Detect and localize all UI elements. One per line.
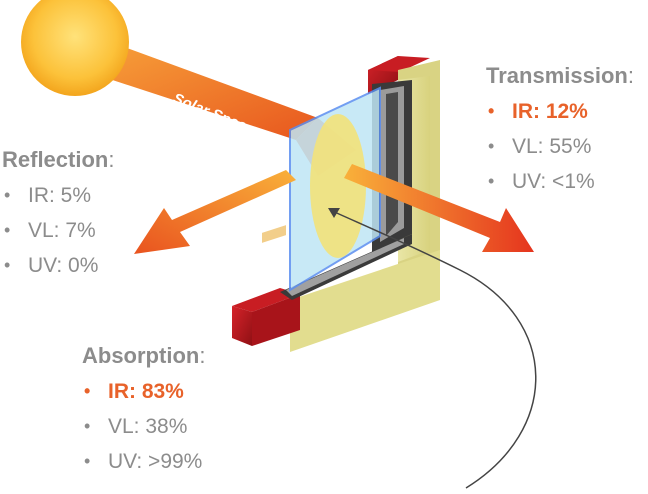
absorption-item-uv: •UV: >99% [84, 450, 203, 473]
absorption-item-ir: •IR: 83% [84, 380, 184, 403]
transmission-block: Transmission: •IR: 12% •VL: 55% •UV: <1% [486, 62, 634, 199]
transmission-item-ir: •IR: 12% [488, 100, 588, 123]
sun-icon [21, 0, 129, 96]
absorption-pointer-head [328, 208, 340, 218]
reflection-block: Reflection: •IR: 5% •VL: 7% •UV: 0% [2, 146, 114, 283]
window-frame [232, 56, 440, 352]
reflection-item-uv: •UV: 0% [4, 254, 99, 277]
transmission-item-uv: •UV: <1% [488, 170, 595, 193]
reflection-item-ir: •IR: 5% [4, 184, 92, 207]
absorption-list: •IR: 83% •VL: 38% •UV: >99% [82, 374, 205, 479]
absorption-pointer [329, 209, 537, 489]
absorption-item-vl: •VL: 38% [84, 415, 188, 438]
reflection-list: •IR: 5% •VL: 7% •UV: 0% [2, 178, 114, 283]
transmission-list: •IR: 12% •VL: 55% •UV: <1% [486, 94, 634, 199]
absorption-title: Absorption: [82, 343, 206, 368]
reflection-arrow [134, 170, 296, 254]
absorption-block: Absorption: •IR: 83% •VL: 38% •UV: >99% [82, 342, 205, 479]
transmission-item-vl: •VL: 55% [488, 135, 592, 158]
reflection-item-vl: •VL: 7% [4, 219, 96, 242]
reflection-title: Reflection: [2, 147, 115, 172]
transmission-title: Transmission: [486, 63, 634, 88]
transmission-arrow [344, 164, 534, 252]
absorption-ellipse [310, 114, 366, 258]
